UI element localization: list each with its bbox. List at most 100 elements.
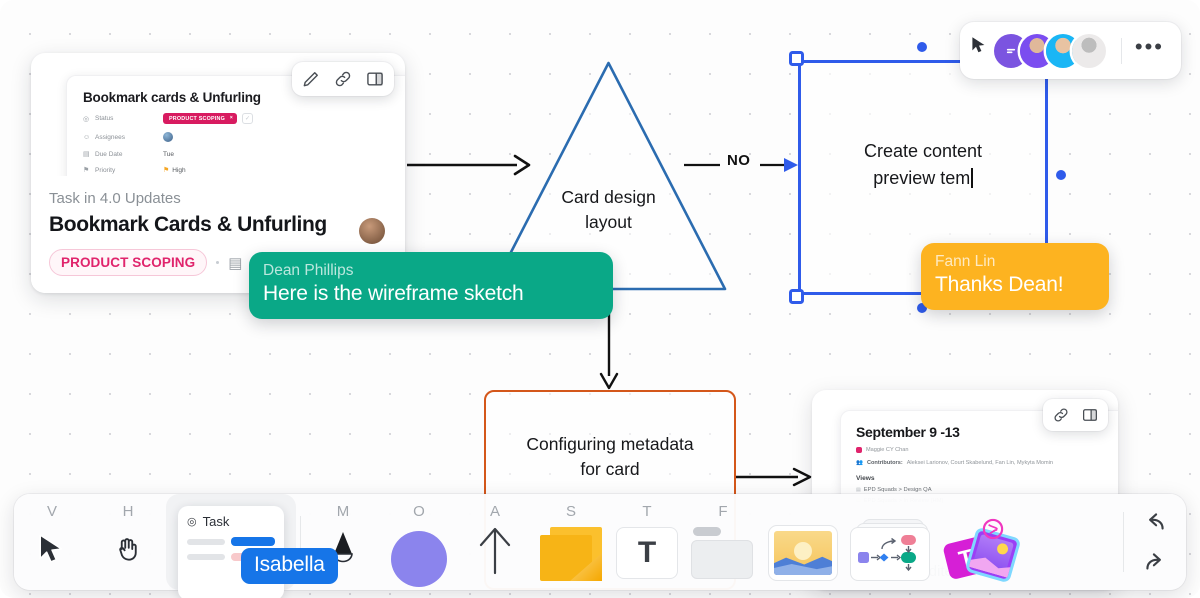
bubble-author: Dean Phillips bbox=[263, 262, 354, 279]
task-card-avatar bbox=[359, 218, 385, 244]
preview-label-status: Status bbox=[95, 115, 114, 122]
preview-label-assignees: Assignees bbox=[95, 133, 125, 141]
document-author-line: Maggie CY Chan bbox=[856, 447, 1117, 453]
anchor-dot-top[interactable] bbox=[917, 42, 927, 52]
tool-shortcut-v: V bbox=[46, 503, 57, 520]
connector-label-no: NO bbox=[727, 152, 751, 169]
tool-shortcut-a: A bbox=[489, 503, 500, 520]
checkmark-icon: ✓ bbox=[242, 113, 254, 124]
textbox-line2: preview tem bbox=[873, 167, 971, 188]
preview-row-status: ◎ Status PRODUCT SCOPING ✓ bbox=[83, 113, 405, 124]
metadata-label: Configuring metadata for card bbox=[486, 432, 734, 483]
undo-redo-group[interactable] bbox=[1124, 494, 1186, 590]
presence-bar[interactable]: ••• bbox=[959, 22, 1181, 79]
preview-row-assignees: ☺ Assignees bbox=[83, 132, 405, 142]
triangle-label-line1: Card design bbox=[561, 187, 656, 207]
resize-handle-bottom-left[interactable] bbox=[789, 289, 804, 304]
task-card-title: Bookmark Cards & Unfurling bbox=[49, 213, 327, 236]
sidebar-item-sticky-note[interactable]: S bbox=[533, 494, 609, 590]
image-icon bbox=[768, 525, 838, 581]
undo-icon[interactable] bbox=[1142, 509, 1168, 535]
circle-shape-icon bbox=[391, 531, 447, 587]
connector-triangle-to-textbox[interactable] bbox=[684, 148, 808, 182]
person-icon: ☺ bbox=[83, 133, 91, 141]
people-icon: 👥 bbox=[856, 460, 863, 466]
template-icon bbox=[850, 519, 936, 581]
split-panel-icon[interactable] bbox=[365, 69, 385, 89]
link-icon[interactable] bbox=[1052, 406, 1070, 424]
metadata-label-line1: Configuring metadata bbox=[526, 434, 694, 454]
list-icon: ▤ bbox=[856, 487, 861, 493]
sidebar-item-frame[interactable]: F bbox=[685, 494, 761, 590]
tool-shortcut-o: O bbox=[413, 503, 425, 520]
more-options-icon[interactable]: ••• bbox=[1134, 33, 1164, 59]
shape-triangle-card-design[interactable]: Card design layout bbox=[487, 57, 730, 295]
edit-icon[interactable] bbox=[301, 69, 321, 89]
sidebar-item-hand[interactable]: H bbox=[90, 494, 166, 590]
document-contributors-line: 👥 Contributors: Aleksei Larionov, Court … bbox=[856, 460, 1117, 466]
tool-shortcut-h: H bbox=[122, 503, 134, 520]
check-circle-icon: ◎ bbox=[187, 516, 197, 528]
document-author: Maggie CY Chan bbox=[866, 447, 909, 453]
flag-outline-icon: ⚑ bbox=[83, 167, 90, 174]
avatar[interactable] bbox=[1071, 33, 1106, 68]
redo-icon[interactable] bbox=[1142, 549, 1168, 575]
bubble-author: Fann Lin bbox=[935, 253, 996, 270]
tool-shortcut-t: T bbox=[642, 503, 652, 520]
sidebar-item-arrow[interactable]: A bbox=[457, 494, 533, 590]
task-card-subtitle: Task in 4.0 Updates bbox=[49, 190, 181, 207]
sidebar-item-ai-stickers[interactable]: T bbox=[941, 494, 1033, 590]
anchor-dot-bottom[interactable] bbox=[917, 303, 927, 313]
document-title: September 9 -13 bbox=[856, 424, 960, 440]
connector-card-to-triangle[interactable] bbox=[405, 148, 535, 182]
anchor-dot-right[interactable] bbox=[1056, 170, 1066, 180]
comment-bubble-fann[interactable]: Fann Lin Thanks Dean! bbox=[921, 243, 1109, 310]
divider bbox=[1123, 512, 1124, 572]
split-panel-icon[interactable] bbox=[1081, 406, 1099, 424]
cursor-label-isabella: Isabella bbox=[241, 548, 338, 584]
sticky-note-icon bbox=[540, 527, 602, 581]
sidebar-item-text[interactable]: T T bbox=[609, 494, 685, 590]
textbox-line1: Create content bbox=[863, 141, 983, 161]
sidebar-item-select[interactable]: V bbox=[14, 494, 90, 590]
bottom-toolbar[interactable]: V H ◎ Task bbox=[14, 494, 1186, 598]
link-icon[interactable] bbox=[333, 69, 353, 89]
flag-icon: ⚑ bbox=[163, 167, 170, 174]
textbox-line2-wrap: preview tem bbox=[804, 165, 1042, 192]
ai-sticker-icon: T bbox=[942, 518, 1030, 584]
select-cursor-icon bbox=[39, 534, 63, 563]
contributors-names: Aleksei Larionov, Court Skabelund, Fan L… bbox=[906, 460, 1054, 466]
preview-row-priority: ⚑ Priority ⚑ High bbox=[83, 166, 405, 175]
preview-title: Bookmark cards & Unfurling bbox=[83, 90, 261, 105]
comment-bubble-dean[interactable]: Dean Phillips Here is the wireframe sket… bbox=[249, 252, 613, 319]
task-card-toolbar[interactable] bbox=[292, 62, 394, 96]
divider bbox=[300, 516, 301, 568]
sidebar-item-shape[interactable]: O bbox=[381, 494, 457, 590]
preview-value-priority: High bbox=[172, 166, 186, 174]
preview-label-priority: Priority bbox=[95, 166, 116, 174]
task-row-placeholder bbox=[187, 554, 225, 560]
tool-shortcut-m: M bbox=[336, 503, 350, 520]
sidebar-item-template[interactable] bbox=[845, 494, 941, 590]
resize-handle-top-left[interactable] bbox=[789, 51, 804, 66]
task-row-chip bbox=[231, 537, 275, 546]
views-section-label: Views bbox=[856, 475, 875, 482]
calendar-icon: ▤ bbox=[228, 254, 243, 272]
connector-metadata-to-doc[interactable] bbox=[736, 462, 822, 492]
text-tool-icon: T bbox=[616, 527, 678, 579]
metadata-label-line2: for card bbox=[580, 459, 640, 480]
preview-value-duedate: Tue bbox=[163, 150, 174, 158]
message-lines-icon bbox=[1006, 48, 1016, 53]
contributors-label: Contributors: bbox=[866, 460, 903, 466]
arrow-up-icon bbox=[479, 527, 511, 575]
document-card-toolbar[interactable] bbox=[1043, 399, 1108, 431]
tool-shortcut-f: F bbox=[718, 503, 728, 520]
textbox-text[interactable]: Create content preview tem bbox=[804, 138, 1042, 191]
divider bbox=[1120, 37, 1122, 64]
task-card-meta: PRODUCT SCOPING ▤ bbox=[49, 249, 387, 276]
view-item-label: EPD Squads > Design QA bbox=[863, 487, 932, 493]
view-item[interactable]: ▤ EPD Squads > Design QA bbox=[856, 487, 1117, 493]
sidebar-item-image[interactable] bbox=[761, 494, 845, 590]
text-glyph: T bbox=[637, 536, 657, 569]
